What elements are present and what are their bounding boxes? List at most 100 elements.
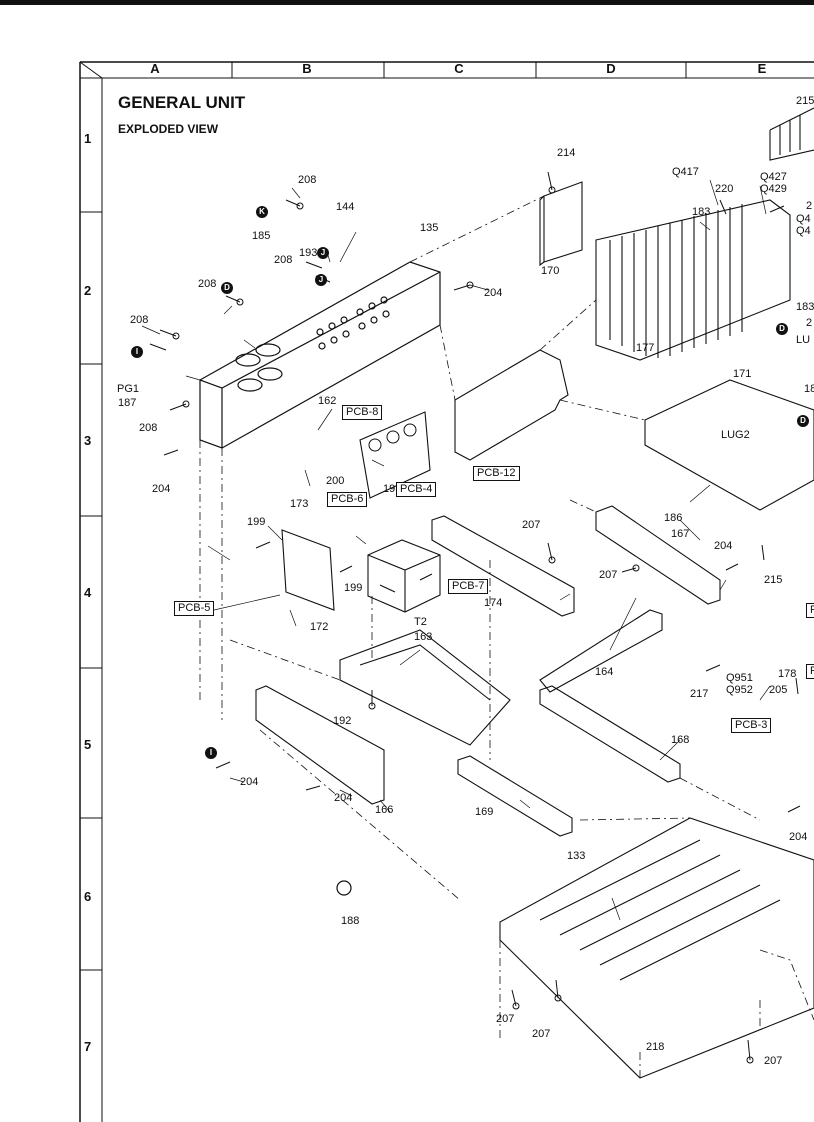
callout-207-d: 207 [532, 1028, 551, 1040]
callout-208-d: 208 [130, 314, 149, 326]
callout-217: 217 [690, 688, 709, 700]
callout-208-b: 208 [274, 254, 293, 266]
grid-column-e: E [757, 61, 767, 76]
callout-q4-b: Q4 [796, 225, 811, 237]
main-board [644, 379, 814, 511]
callout-193: 193 [299, 247, 318, 259]
callout-t2: T2 [414, 616, 427, 628]
screws [149, 171, 801, 1064]
callout-200: 200 [326, 475, 345, 487]
callout-215-b: 215 [764, 574, 783, 586]
callout-183-b: 183 [796, 301, 814, 313]
grid-column-b: B [302, 61, 312, 76]
callout-177: 177 [636, 342, 655, 354]
callout-135: 135 [420, 222, 439, 234]
callout-166: 166 [375, 804, 394, 816]
callout-q417: Q417 [672, 166, 699, 178]
board-label-pcb-6: PCB-6 [327, 492, 368, 507]
board-label-right-2: F [806, 664, 814, 679]
top-edge-bar [0, 0, 814, 5]
board-label-pcb-5: PCB-5 [174, 601, 215, 616]
callout-178: 178 [778, 668, 797, 680]
callout-204-c: 204 [714, 540, 733, 552]
callout-218: 218 [646, 1041, 665, 1053]
board-label-pcb-3: PCB-3 [731, 718, 772, 733]
marker-d-1: D [221, 282, 233, 294]
chassis-part-163 [339, 629, 511, 746]
callout-199-b: 199 [344, 582, 363, 594]
callout-144: 144 [336, 201, 355, 213]
callout-187: 187 [118, 397, 137, 409]
pcb-4-board [359, 411, 431, 499]
callout-lu: LU [796, 334, 811, 346]
marker-d-2: D [776, 323, 788, 335]
board-label-pcb-12: PCB-12 [473, 466, 520, 481]
callout-207-e: 207 [764, 1055, 783, 1067]
board-label-pcb-7: PCB-7 [448, 579, 489, 594]
grid-column-d: D [606, 61, 616, 76]
callout-2-b: 2 [806, 317, 813, 329]
callout-167: 167 [671, 528, 690, 540]
callout-18: 18 [804, 383, 814, 395]
callout-q4-a: Q4 [796, 213, 811, 225]
callout-188: 188 [341, 915, 360, 927]
marker-i-2: I [205, 747, 217, 759]
callout-q952: Q952 [726, 684, 753, 696]
callout-168: 168 [671, 734, 690, 746]
marker-d-3: D [797, 415, 809, 427]
callout-205: 205 [769, 684, 788, 696]
rail-168 [539, 685, 681, 783]
callout-174: 174 [484, 597, 503, 609]
callout-lug2: LUG2 [721, 429, 750, 441]
callout-204-b: 204 [152, 483, 171, 495]
callout-204-a: 204 [484, 287, 503, 299]
assembly-guides [199, 195, 814, 1078]
callout-186: 186 [664, 512, 683, 524]
callout-204-f: 204 [789, 831, 808, 843]
callout-208-e: 208 [139, 422, 158, 434]
grid-row-3: 3 [84, 433, 92, 448]
marker-k: K [256, 206, 268, 218]
grid-row-4: 4 [84, 585, 92, 600]
pcb-12-board [454, 349, 569, 461]
callout-204-d: 204 [240, 776, 259, 788]
callout-183: 183 [692, 206, 711, 218]
front-panel [199, 261, 441, 449]
callout-162: 162 [318, 395, 337, 407]
transformer-t2 [367, 539, 441, 613]
marker-j-2: J [315, 274, 327, 286]
marker-j-1: J [317, 247, 329, 259]
callout-214: 214 [557, 147, 576, 159]
grid-row-1: 1 [84, 131, 92, 146]
heatsink-top-right [769, 107, 814, 161]
rail-167 [595, 505, 721, 605]
rail-166 [255, 685, 385, 805]
callout-q951: Q951 [726, 672, 753, 684]
rail-174 [431, 515, 575, 617]
rail-169 [457, 755, 573, 837]
grid-row-2: 2 [84, 283, 92, 298]
callout-207-a: 207 [522, 519, 541, 531]
page-subtitle: EXPLODED VIEW [118, 122, 219, 136]
callout-173: 173 [290, 498, 309, 510]
callout-207-c: 207 [496, 1013, 515, 1025]
pcb-5-board [281, 529, 335, 611]
rail-164 [539, 609, 663, 693]
board-label-pcb-4: PCB-4 [396, 482, 437, 497]
callout-185: 185 [252, 230, 271, 242]
callout-199-a: 199 [247, 516, 266, 528]
bracket-170 [539, 181, 583, 267]
callout-208-c: 208 [198, 278, 217, 290]
heatsink [595, 199, 791, 361]
grid-column-c: C [454, 61, 464, 76]
grid-row-7: 7 [84, 1039, 92, 1054]
callout-164: 164 [595, 666, 614, 678]
page-title: GENERAL UNIT [118, 93, 246, 112]
board-label-pcb-8: PCB-8 [342, 405, 383, 420]
leader-lines [141, 179, 771, 921]
callout-133: 133 [567, 850, 586, 862]
grid-column-a: A [150, 61, 160, 76]
callout-220: 220 [715, 183, 734, 195]
callout-171: 171 [733, 368, 752, 380]
